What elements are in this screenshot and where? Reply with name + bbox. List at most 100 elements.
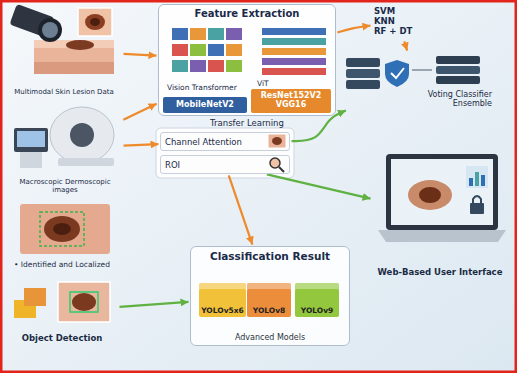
server-icon bbox=[346, 69, 380, 78]
lesion-photo bbox=[78, 8, 112, 36]
flow-arrow bbox=[229, 175, 253, 244]
lesion bbox=[44, 216, 80, 242]
feature-cell bbox=[172, 28, 188, 40]
feature-cell bbox=[226, 60, 242, 72]
feature-cell bbox=[208, 44, 224, 56]
lesion bbox=[408, 180, 452, 210]
node-label: • Identified and Localized bbox=[14, 261, 110, 270]
feature-cell bbox=[226, 44, 242, 56]
token-bar bbox=[262, 38, 326, 45]
module-row: ROI bbox=[160, 155, 290, 174]
detection-box bbox=[40, 212, 84, 246]
token-bar bbox=[262, 28, 326, 35]
flow-arrow bbox=[123, 54, 156, 56]
mri-bore bbox=[70, 123, 94, 147]
image-panel: Multimodal Skin Lesion Data bbox=[6, 4, 122, 98]
panel-heading: Feature Extraction bbox=[159, 5, 335, 19]
feature-cell bbox=[226, 28, 242, 40]
device-base bbox=[20, 152, 42, 168]
ensemble-icon: Voting Classifier Ensemble bbox=[340, 52, 494, 110]
model-cube: YOLOv9 bbox=[295, 283, 339, 317]
model-cube: YOLOv8 bbox=[247, 283, 291, 317]
flow-arrow bbox=[337, 26, 370, 33]
node-label: Vision Transformer bbox=[167, 83, 237, 92]
node-label: ViT bbox=[257, 79, 269, 88]
monitor-screen bbox=[17, 131, 45, 147]
panel-ground bbox=[190, 246, 350, 346]
laptop-base bbox=[378, 230, 506, 242]
lesion bbox=[90, 18, 100, 26]
chart-bar bbox=[469, 178, 473, 186]
node-label: YOLOv9 bbox=[301, 306, 334, 315]
chart-panel bbox=[466, 166, 488, 188]
lesion bbox=[53, 223, 71, 235]
feature-cell bbox=[190, 28, 206, 40]
lesion bbox=[419, 187, 441, 203]
node-label: ROI bbox=[165, 160, 180, 170]
arrow-line bbox=[412, 69, 432, 71]
magnifier-icon bbox=[270, 158, 280, 168]
skin-layer bbox=[34, 62, 114, 74]
detection-box bbox=[70, 292, 98, 312]
chart-bar bbox=[481, 175, 485, 186]
model-box: MobileNetV2 bbox=[163, 97, 247, 113]
flow-arrow bbox=[119, 302, 188, 307]
mri-scanner bbox=[50, 107, 114, 163]
token-bar bbox=[262, 58, 326, 65]
lock-icon bbox=[470, 203, 484, 214]
flow-arrow bbox=[404, 41, 407, 50]
lesion bbox=[66, 40, 94, 50]
node-label: VGG16 bbox=[276, 101, 306, 110]
result-panel: Classification ResultAdvanced Models YOLO… bbox=[190, 246, 350, 346]
token-bar bbox=[262, 48, 326, 55]
skin-photo bbox=[58, 282, 110, 322]
feature-cell bbox=[190, 60, 206, 72]
feature-cell bbox=[172, 60, 188, 72]
node-label: Web-Based User Interface bbox=[378, 268, 503, 278]
node-label: SVM bbox=[374, 7, 395, 17]
node-label: MobileNetV2 bbox=[176, 101, 234, 110]
node-label: Multimodal Skin Lesion Data bbox=[14, 88, 114, 96]
model-box: ResNet152V2VGG16 bbox=[251, 89, 331, 113]
panel-ground bbox=[158, 4, 336, 116]
attention-thumb bbox=[268, 134, 286, 148]
dermatoscope-lens bbox=[38, 18, 62, 42]
feature-cell bbox=[190, 44, 206, 56]
node-label: Voting Classifier Ensemble bbox=[400, 90, 492, 108]
dermatoscope-lens bbox=[42, 22, 58, 38]
panel-caption: Transfer Learning bbox=[159, 118, 335, 128]
cube-icon bbox=[24, 288, 46, 306]
server-icon bbox=[436, 56, 480, 64]
lesion bbox=[85, 14, 105, 30]
flow-arrow bbox=[123, 104, 156, 120]
feature-cell bbox=[172, 44, 188, 56]
lesion bbox=[272, 137, 282, 145]
magnifier-icon bbox=[279, 167, 284, 172]
skin-photo bbox=[20, 204, 110, 254]
node-label: RF + DT bbox=[374, 27, 412, 37]
feature-cell bbox=[208, 28, 224, 40]
flow-arrow bbox=[267, 174, 371, 198]
node-label: KNN bbox=[374, 17, 395, 27]
image-panel: Macroscopic Dermoscopic images bbox=[8, 100, 122, 196]
lock-icon bbox=[473, 196, 481, 203]
feature-grid: ViT bbox=[255, 23, 331, 89]
node-label: YOLOv5x6 bbox=[201, 306, 244, 315]
node-label: Macroscopic Dermoscopic images bbox=[10, 178, 120, 194]
lesion bbox=[72, 293, 96, 311]
node-label: Object Detection bbox=[22, 334, 103, 344]
server-icon bbox=[346, 58, 380, 67]
panel-ground bbox=[156, 128, 294, 178]
flow-arrow bbox=[123, 144, 158, 145]
connector-group bbox=[119, 26, 407, 307]
check-icon bbox=[391, 68, 404, 78]
classifier-list: SVMKNNRF + DT bbox=[372, 4, 424, 40]
panel-caption: Advanced Models bbox=[191, 333, 349, 342]
model-cube: YOLOv5x6 bbox=[199, 283, 246, 317]
panel-heading: Classification Result bbox=[191, 247, 349, 262]
module-row: Channel Attention bbox=[160, 132, 290, 151]
laptop-screen bbox=[391, 159, 493, 225]
